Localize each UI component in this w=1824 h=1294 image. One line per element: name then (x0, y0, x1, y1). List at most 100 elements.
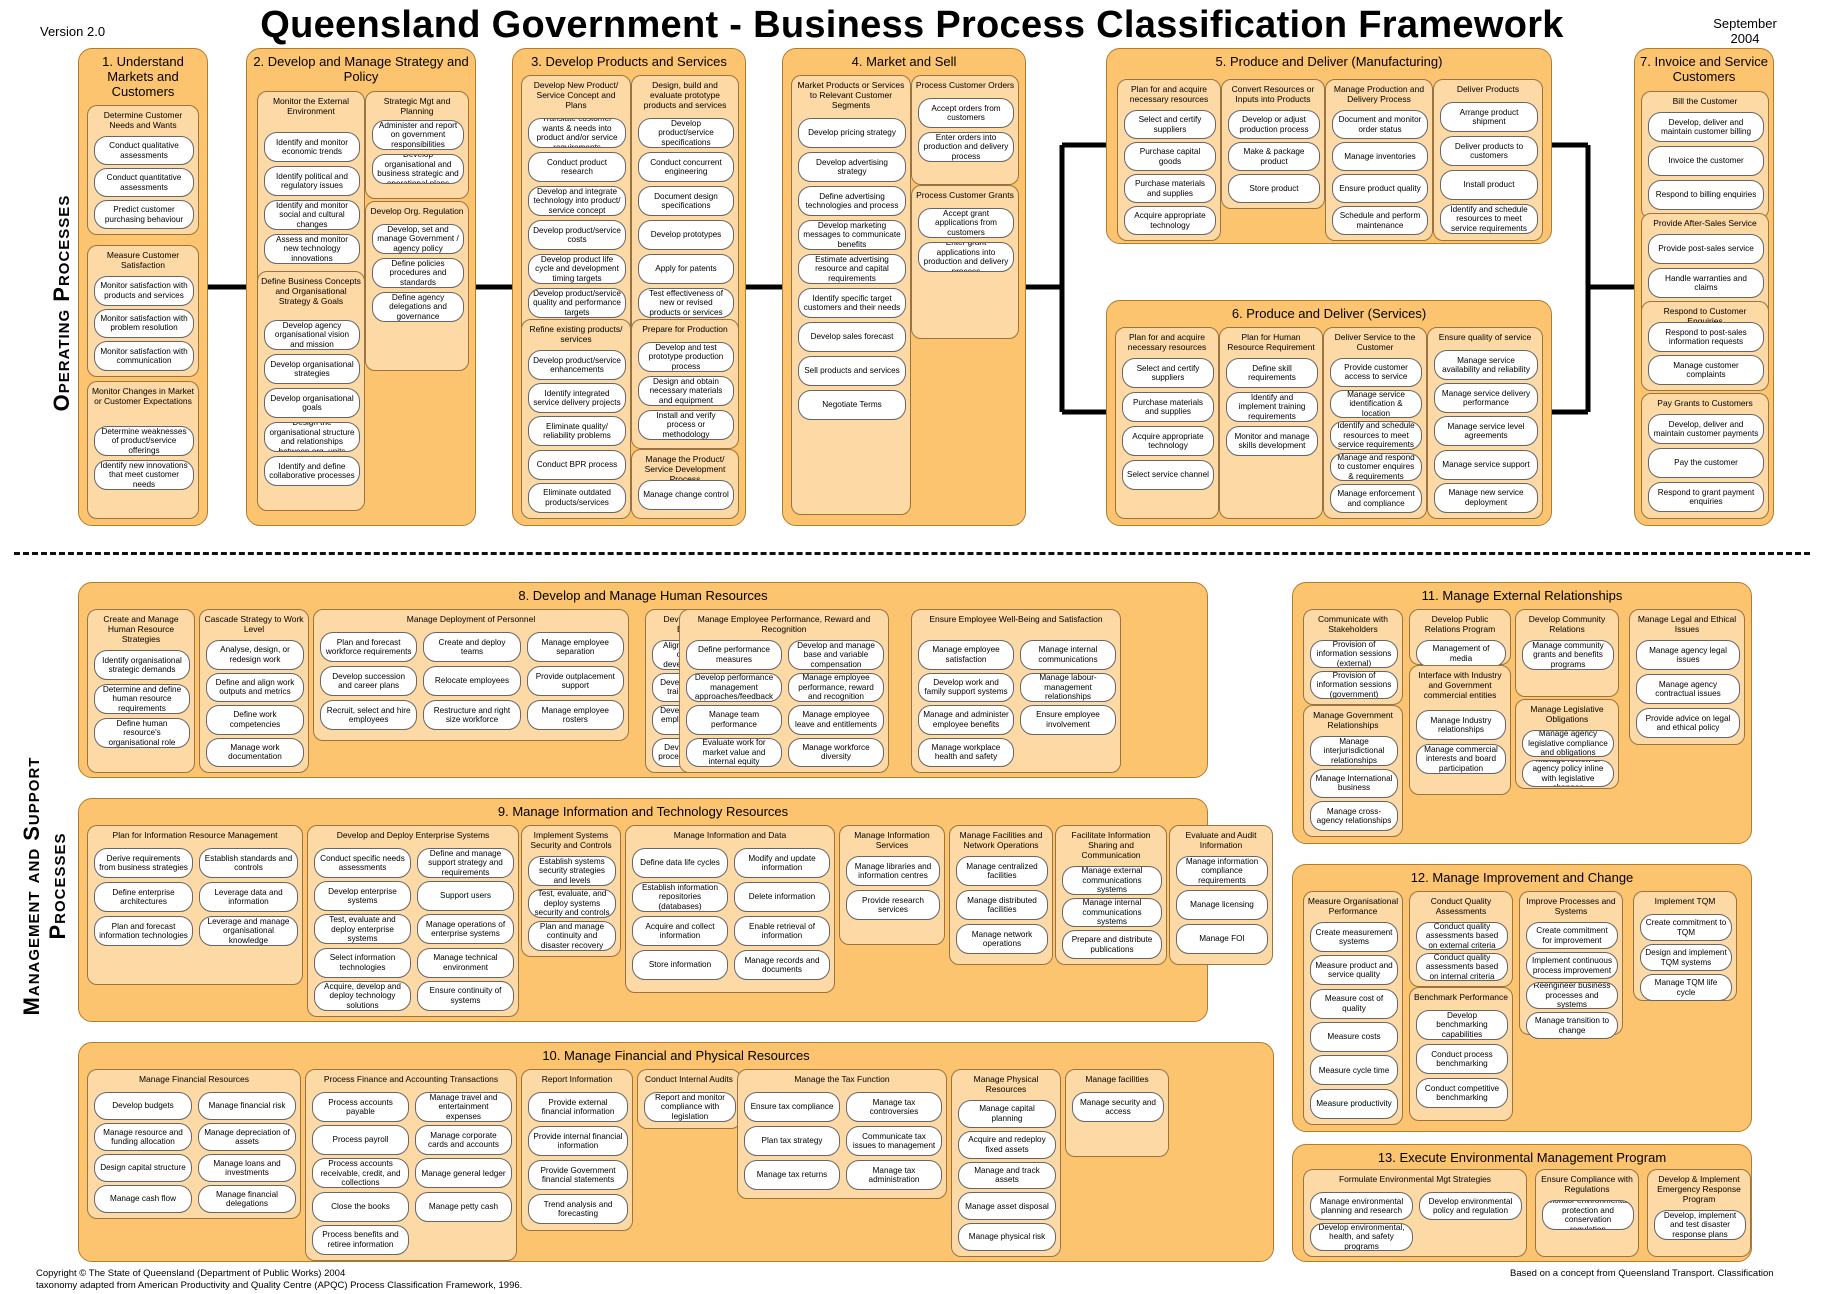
sub-process: Process Finance and Accounting Transacti… (305, 1069, 517, 1261)
activity-item: Define performance measures (686, 640, 782, 670)
activity-item: Develop, implement and test disaster res… (1654, 1210, 1746, 1240)
activity-item: Document design specifications (638, 186, 734, 216)
sub-process-title: Benchmark Performance (1413, 992, 1508, 1002)
activity-item: Select service channel (1122, 460, 1214, 490)
sub-process: Interface with Industry and Government c… (1409, 665, 1511, 795)
activity-item: Develop, deliver and maintain customer b… (1648, 112, 1764, 142)
activity-item: Manage internal communications systems (1062, 898, 1162, 927)
activity-item: Develop marketing messages to communicat… (798, 220, 906, 250)
activity-item: Estimate advertising resource and capita… (798, 254, 906, 284)
activity-item: Manage depreciation of assets (198, 1123, 296, 1151)
activity-item: Provide internal financial information (528, 1126, 628, 1156)
activity-item: Store information (632, 950, 728, 980)
activity-item: Manage licensing (1176, 890, 1268, 920)
activity-item: Predict customer purchasing behaviour (94, 200, 194, 229)
activity-item: Restructure and right size workforce (423, 700, 521, 730)
activity-item: Support users (417, 881, 514, 912)
activity-item: Provide external financial information (528, 1092, 628, 1122)
activity-item: Develop succession and career plans (320, 666, 418, 696)
activity-item: Leverage and manage organisational knowl… (199, 916, 298, 946)
activity-item: Develop sales forecast (798, 322, 906, 352)
activity-item: Identify new innovations that meet custo… (94, 460, 194, 490)
activity-item: Provide advice on legal and ethical poli… (1636, 708, 1740, 738)
activity-item: Monitor satisfaction with problem resolu… (94, 308, 194, 339)
activity-item: Manage commercial interests and board pa… (1416, 744, 1506, 774)
activity-item: Plan and manage continuity and disaster … (528, 921, 616, 951)
sub-process-title: Manage the Product/ Service Development … (644, 454, 726, 484)
activity-item: Enter grant applications into production… (918, 242, 1014, 272)
activity-item: Derive requirements from business strate… (94, 848, 193, 878)
sub-process-title: Respond to Customer Enquiries (1663, 306, 1747, 326)
activity-item: Identify and implement training requirem… (1226, 392, 1318, 422)
footer-concept: Based on a concept from Queensland Trans… (1510, 1268, 1774, 1279)
activity-item: Design the organisational structure and … (264, 422, 360, 452)
activity-item: Modify and update information (734, 848, 830, 878)
activity-item: Define advertising technologies and proc… (798, 186, 906, 216)
sub-process-title: Prepare for Production (642, 324, 728, 334)
activity-item: Manage network operations (956, 924, 1048, 954)
activity-item: Install and verify process or methodolog… (638, 410, 734, 440)
activity-item: Leverage data and information (199, 882, 298, 912)
activity-item: Manage employee separation (526, 632, 624, 662)
activity-item: Provide outplacement support (526, 666, 624, 696)
activity-item: Translate customer wants & needs into pr… (528, 118, 626, 148)
activity-item: Develop product/service specifications (638, 118, 734, 148)
activity-item: Manage general ledger (415, 1158, 512, 1189)
activity-item: Manage tax controversies (846, 1092, 942, 1122)
sub-process: Manage the Product/ Service Development … (631, 449, 739, 519)
activity-item: Identify and monitor economic trends (264, 132, 360, 162)
group-title: 12. Manage Improvement and Change (1410, 870, 1634, 885)
activity-item: Design and implement TQM systems (1640, 944, 1732, 971)
footer-line1: Copyright © The State of Queensland (Dep… (36, 1268, 346, 1279)
sub-process-title: Manage Facilities and Network Operations (959, 830, 1043, 850)
sub-process-title: Develop New Product/ Service Concept and… (533, 80, 619, 110)
sub-process-title: Define Business Concepts and Organisatio… (261, 276, 361, 306)
version-label: Version 2.0 (40, 24, 106, 39)
sub-process: Plan for and acquire necessary resources… (1115, 327, 1219, 519)
activity-item: Develop work and family support systems (918, 672, 1014, 702)
activity-item: Manage internal communications (1020, 640, 1116, 670)
activity-item: Manage new service deployment (1434, 482, 1538, 513)
activity-item: Monitor satisfaction with products and s… (94, 276, 194, 306)
activity-item: Eliminate quality/ reliability problems (528, 416, 626, 447)
activity-item: Identify and define collaborative proces… (264, 456, 360, 486)
sub-process-title: Plan for Human Resource Requirement (1227, 332, 1315, 352)
sub-process-title: Bill the Customer (1672, 96, 1738, 106)
activity-item: Pay the customer (1648, 448, 1764, 478)
activity-item: Test, evaluate and deploy enterprise sys… (314, 914, 411, 945)
activity-item: Manage community grants and benefits pro… (1522, 640, 1614, 670)
activity-item: Measure costs (1310, 1022, 1398, 1052)
activity-item: Manage cross-agency relationships (1310, 801, 1398, 831)
activity-item: Manage and respond to customer enquires … (1330, 452, 1422, 482)
process-group: 2. Develop and Manage Strategy and Polic… (246, 48, 476, 526)
activity-item: Manage labour-management relationships (1020, 672, 1116, 702)
activity-item: Test effectiveness of new or revised pro… (638, 288, 734, 318)
activity-item: Develop budgets (94, 1092, 192, 1120)
sub-process-title: Determine Customer Needs and Wants (103, 110, 183, 130)
activity-item: Identify political and regulatory issues (264, 166, 360, 196)
activity-item: Manage travel and entertainment expenses (415, 1092, 512, 1122)
group-title: 7. Invoice and Service Customers (1640, 54, 1768, 84)
activity-item: Install product (1440, 170, 1538, 200)
activity-item: Process accounts payable (312, 1092, 409, 1122)
sub-process-title: Pay Grants to Customers (1657, 398, 1753, 408)
activity-item: Plan tax strategy (744, 1126, 840, 1156)
sub-process-title: Cascade Strategy to Work Level (204, 614, 304, 634)
activity-item: Manage employee performance, reward and … (788, 672, 884, 702)
activity-item: Manage operations of enterprise systems (417, 914, 514, 945)
activity-item: Create commitment to TQM (1640, 914, 1732, 941)
activity-item: Enable retrieval of information (734, 916, 830, 946)
activity-item: Enter orders into production and deliver… (918, 132, 1014, 162)
